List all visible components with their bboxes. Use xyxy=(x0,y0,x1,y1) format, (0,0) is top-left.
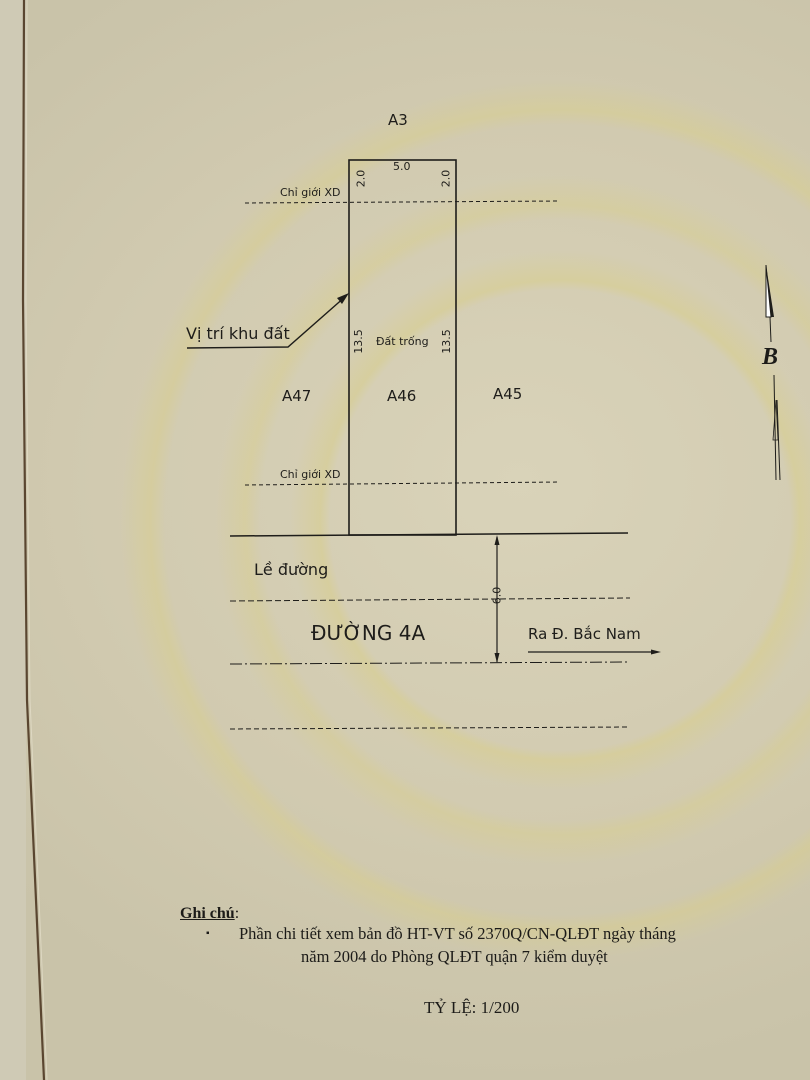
notes-line-1: Phần chi tiết xem bản đồ HT-VT số 2370Q/… xyxy=(239,924,676,943)
notes-line-2: năm 2004 do Phòng QLĐT quận 7 kiểm duyệt xyxy=(301,947,608,966)
setback-right-dimension: 2.0 xyxy=(439,169,453,188)
scale-label: TỶ LỆ: 1/200 xyxy=(424,998,520,1017)
neighbor-north-label: A3 xyxy=(388,111,408,129)
depth-left-dimension: 13.5 xyxy=(351,329,365,354)
neighbor-west-label: A47 xyxy=(282,387,312,405)
direction-label: Ra Đ. Bắc Nam xyxy=(528,625,641,643)
build-line-bottom xyxy=(244,481,561,486)
plot-location-label: Vị trí khu đất xyxy=(186,324,290,343)
road-name-label: ĐƯỜNG 4A xyxy=(311,621,426,645)
road-width-label: 6.0 xyxy=(490,586,504,605)
sidewalk-label: Lề đường xyxy=(254,560,329,579)
build-line-bottom-label: Chỉ giới XD xyxy=(280,468,341,481)
build-line-top xyxy=(244,200,561,204)
notes-heading: Ghi chú: xyxy=(180,905,239,923)
plot-id-label: A46 xyxy=(387,387,417,405)
road-centerline xyxy=(229,661,631,665)
notes-heading-colon: : xyxy=(234,905,240,922)
sidewalk-line xyxy=(229,597,631,602)
notes-bullet: ▪ xyxy=(206,928,210,939)
setback-left-dimension: 2.0 xyxy=(354,169,368,188)
road-far-edge-line xyxy=(229,726,631,730)
north-letter: B xyxy=(762,344,779,370)
street-front-line xyxy=(229,532,629,537)
plot-status-label: Đất trống xyxy=(376,335,429,348)
page-edge xyxy=(0,0,26,1080)
plot-width-dimension: 5.0 xyxy=(393,160,411,173)
north-arrow-icon xyxy=(765,264,781,481)
paper-fold-line xyxy=(21,0,46,1080)
neighbor-east-label: A45 xyxy=(493,385,523,403)
depth-right-dimension: 13.5 xyxy=(439,329,453,354)
notes-heading-text: Ghi chú xyxy=(180,905,235,922)
location-leader xyxy=(186,295,347,349)
build-line-top-label: Chỉ giới XD xyxy=(280,186,341,199)
